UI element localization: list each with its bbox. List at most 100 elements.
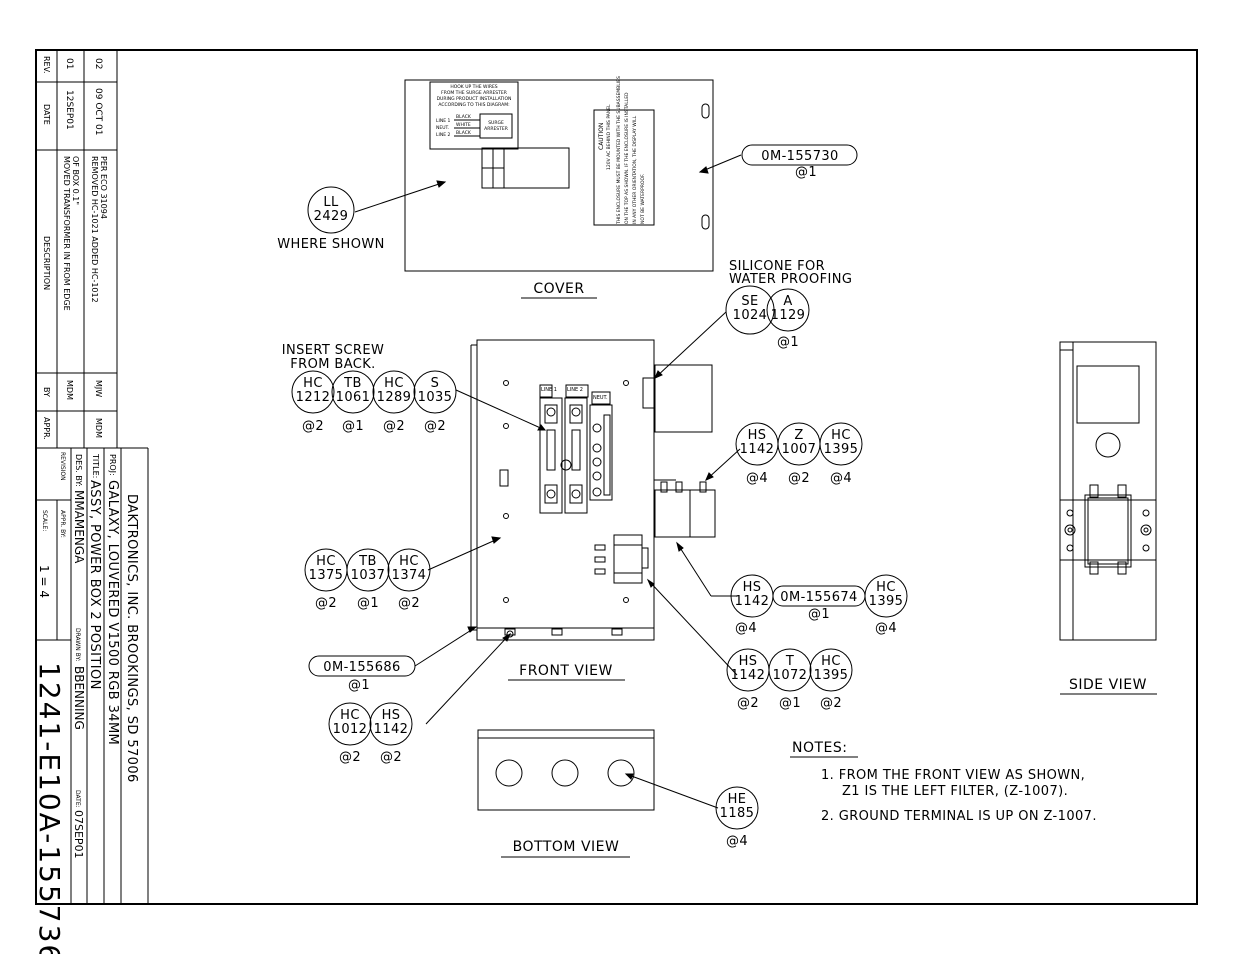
drawn-name: BBENNING	[72, 666, 86, 730]
svg-text:1012: 1012	[333, 722, 368, 737]
cover-neut: NEUT.	[436, 125, 449, 131]
svg-text:S: S	[431, 376, 440, 391]
filter-callout-top: HS 1142 Z 1007 HC 1395 @4 @2 @4	[735, 422, 863, 486]
cover-label-line3: DURING PRODUCT INSTALLATION	[437, 96, 512, 102]
breaker-line1-label: LINE 1	[541, 387, 557, 393]
rev-01-desc2: OF BOX 0.1"	[71, 156, 80, 205]
svg-text:@2: @2	[820, 696, 842, 711]
svg-text:T: T	[785, 654, 794, 669]
svg-text:HS: HS	[748, 428, 767, 443]
cover-surge2: ARRESTER	[484, 126, 508, 132]
date-header: DATE	[42, 104, 51, 125]
svg-text:1395: 1395	[814, 668, 849, 683]
caution-line4: NOT BE WATERPROOF.	[640, 174, 646, 224]
scale-label: SCALE:	[41, 510, 48, 531]
svg-text:1142: 1142	[740, 442, 775, 457]
breaker-neut-label: NEUT.	[593, 395, 608, 401]
rev-01-date: 12SEP01	[64, 90, 74, 130]
note-2: 2. GROUND TERMINAL IS UP ON Z-1007.	[821, 809, 1097, 824]
knockout-callout: HE 1185 @4	[715, 786, 759, 849]
svg-text:@1: @1	[795, 165, 817, 180]
svg-text:1374: 1374	[392, 568, 427, 583]
svg-text:1061: 1061	[336, 390, 371, 405]
svg-text:@4: @4	[875, 621, 897, 636]
rev-01-desc1: MOVED TRANSFORMER IN FROM EDGE	[62, 156, 71, 311]
svg-text:LL: LL	[323, 195, 339, 210]
svg-text:@4: @4	[830, 471, 852, 486]
drawing-date: 07SEP01	[72, 810, 85, 859]
svg-text:1395: 1395	[824, 442, 859, 457]
caution-line3: IN ANY OTHER ORIENTATION, THE DISPLAY WI…	[632, 115, 638, 224]
svg-text:@2: @2	[380, 750, 402, 765]
cover-part-callout: 0M-155730 @1	[741, 144, 858, 180]
part-om155730: 0M-155730	[761, 149, 838, 164]
rev-02-desc2: PER ECO 31094	[99, 156, 108, 219]
part-om155674: 0M-155674	[780, 590, 857, 605]
cover-white: WHITE	[456, 122, 471, 128]
appr-label: APPR. BY:	[59, 510, 66, 538]
caution-title: CAUTION	[598, 123, 605, 150]
cover-line1: LINE 1	[436, 118, 450, 124]
svg-text:@4: @4	[746, 471, 768, 486]
svg-text:HS: HS	[382, 708, 401, 723]
insert-screw-callout: INSERT SCREW FROM BACK. HC 1212 TB 1061 …	[282, 343, 457, 434]
svg-text:@1: @1	[342, 419, 364, 434]
side-view-label: SIDE VIEW	[1069, 677, 1147, 693]
cover-black1: BLACK	[456, 114, 472, 120]
svg-text:@2: @2	[383, 419, 405, 434]
svg-text:TB: TB	[358, 554, 377, 569]
svg-text:HC: HC	[384, 376, 404, 391]
drawing-number: 1241-E10A-155736	[33, 662, 66, 954]
note-1-line1: 1. FROM THE FRONT VIEW AS SHOWN,	[821, 768, 1085, 783]
leader-lines	[354, 154, 742, 809]
designer-name: MMAMENGA	[72, 490, 86, 564]
notes-heading: NOTES:	[792, 740, 848, 756]
svg-text:1037: 1037	[351, 568, 386, 583]
cover-view: HOOK UP THE WIRES FROM THE SURGE ARRESTE…	[404, 76, 714, 299]
svg-text:@2: @2	[302, 419, 324, 434]
breaker-line2-label: LINE 2	[567, 387, 583, 393]
company-name: DAKTRONICS, INC. BROOKINGS, SD 57006	[124, 494, 139, 783]
silicone-callout: SILICONE FOR WATER PROOFING SE 1024 A 11…	[725, 259, 852, 350]
svg-text:A: A	[783, 294, 792, 309]
svg-text:Z: Z	[794, 428, 803, 443]
cover-surge1: SURGE	[488, 120, 504, 126]
svg-text:1185: 1185	[720, 806, 755, 821]
rev-02-by: MJW	[94, 380, 103, 397]
silicone-line1: SILICONE FOR	[729, 259, 825, 274]
cover-label-line4: ACCORDING TO THIS DIAGRAM:	[438, 102, 509, 108]
svg-text:HS: HS	[743, 580, 762, 595]
svg-text:HC: HC	[876, 580, 896, 595]
transformer-callout: HS 1142 T 1072 HC 1395 @2 @1 @2	[726, 648, 853, 711]
designer-label: DES. BY:	[74, 454, 83, 487]
svg-text:HC: HC	[399, 554, 419, 569]
svg-text:HS: HS	[739, 654, 758, 669]
rev-02-appr: MDM	[94, 418, 103, 438]
bottom-left-callout: HC 1012 HS 1142 @2 @2	[328, 702, 413, 765]
date-label: DATE:	[74, 790, 81, 808]
rev-header: REV.	[42, 56, 51, 74]
cover-line2: LINE 2	[436, 132, 450, 138]
svg-text:1072: 1072	[773, 668, 808, 683]
front-view: LINE 1 LINE 2 NEUT.	[470, 339, 716, 681]
svg-text:2429: 2429	[314, 209, 349, 224]
svg-text:1007: 1007	[782, 442, 817, 457]
svg-text:HC: HC	[821, 654, 841, 669]
cover-label-line2: FROM THE SURGE ARRESTER	[441, 90, 507, 96]
svg-text:HC: HC	[316, 554, 336, 569]
svg-text:1035: 1035	[418, 390, 453, 405]
caution-line1: THIS ENCLOSURE MUST BE MOUNTED WITH THE …	[616, 76, 622, 225]
svg-text:HE: HE	[728, 792, 747, 807]
svg-text:@1: @1	[357, 596, 379, 611]
svg-text:@4: @4	[735, 621, 757, 636]
svg-text:1142: 1142	[735, 594, 770, 609]
rev-01: 01	[64, 58, 74, 69]
by-header: BY	[42, 387, 51, 397]
drawn-label: DRAWN BY:	[74, 628, 81, 661]
cover-label-line1: HOOK UP THE WIRES	[450, 84, 497, 90]
scale-value: 1 = 4	[37, 565, 51, 598]
svg-text:@1: @1	[777, 335, 799, 350]
svg-text:TB: TB	[343, 376, 362, 391]
svg-text:1395: 1395	[869, 594, 904, 609]
